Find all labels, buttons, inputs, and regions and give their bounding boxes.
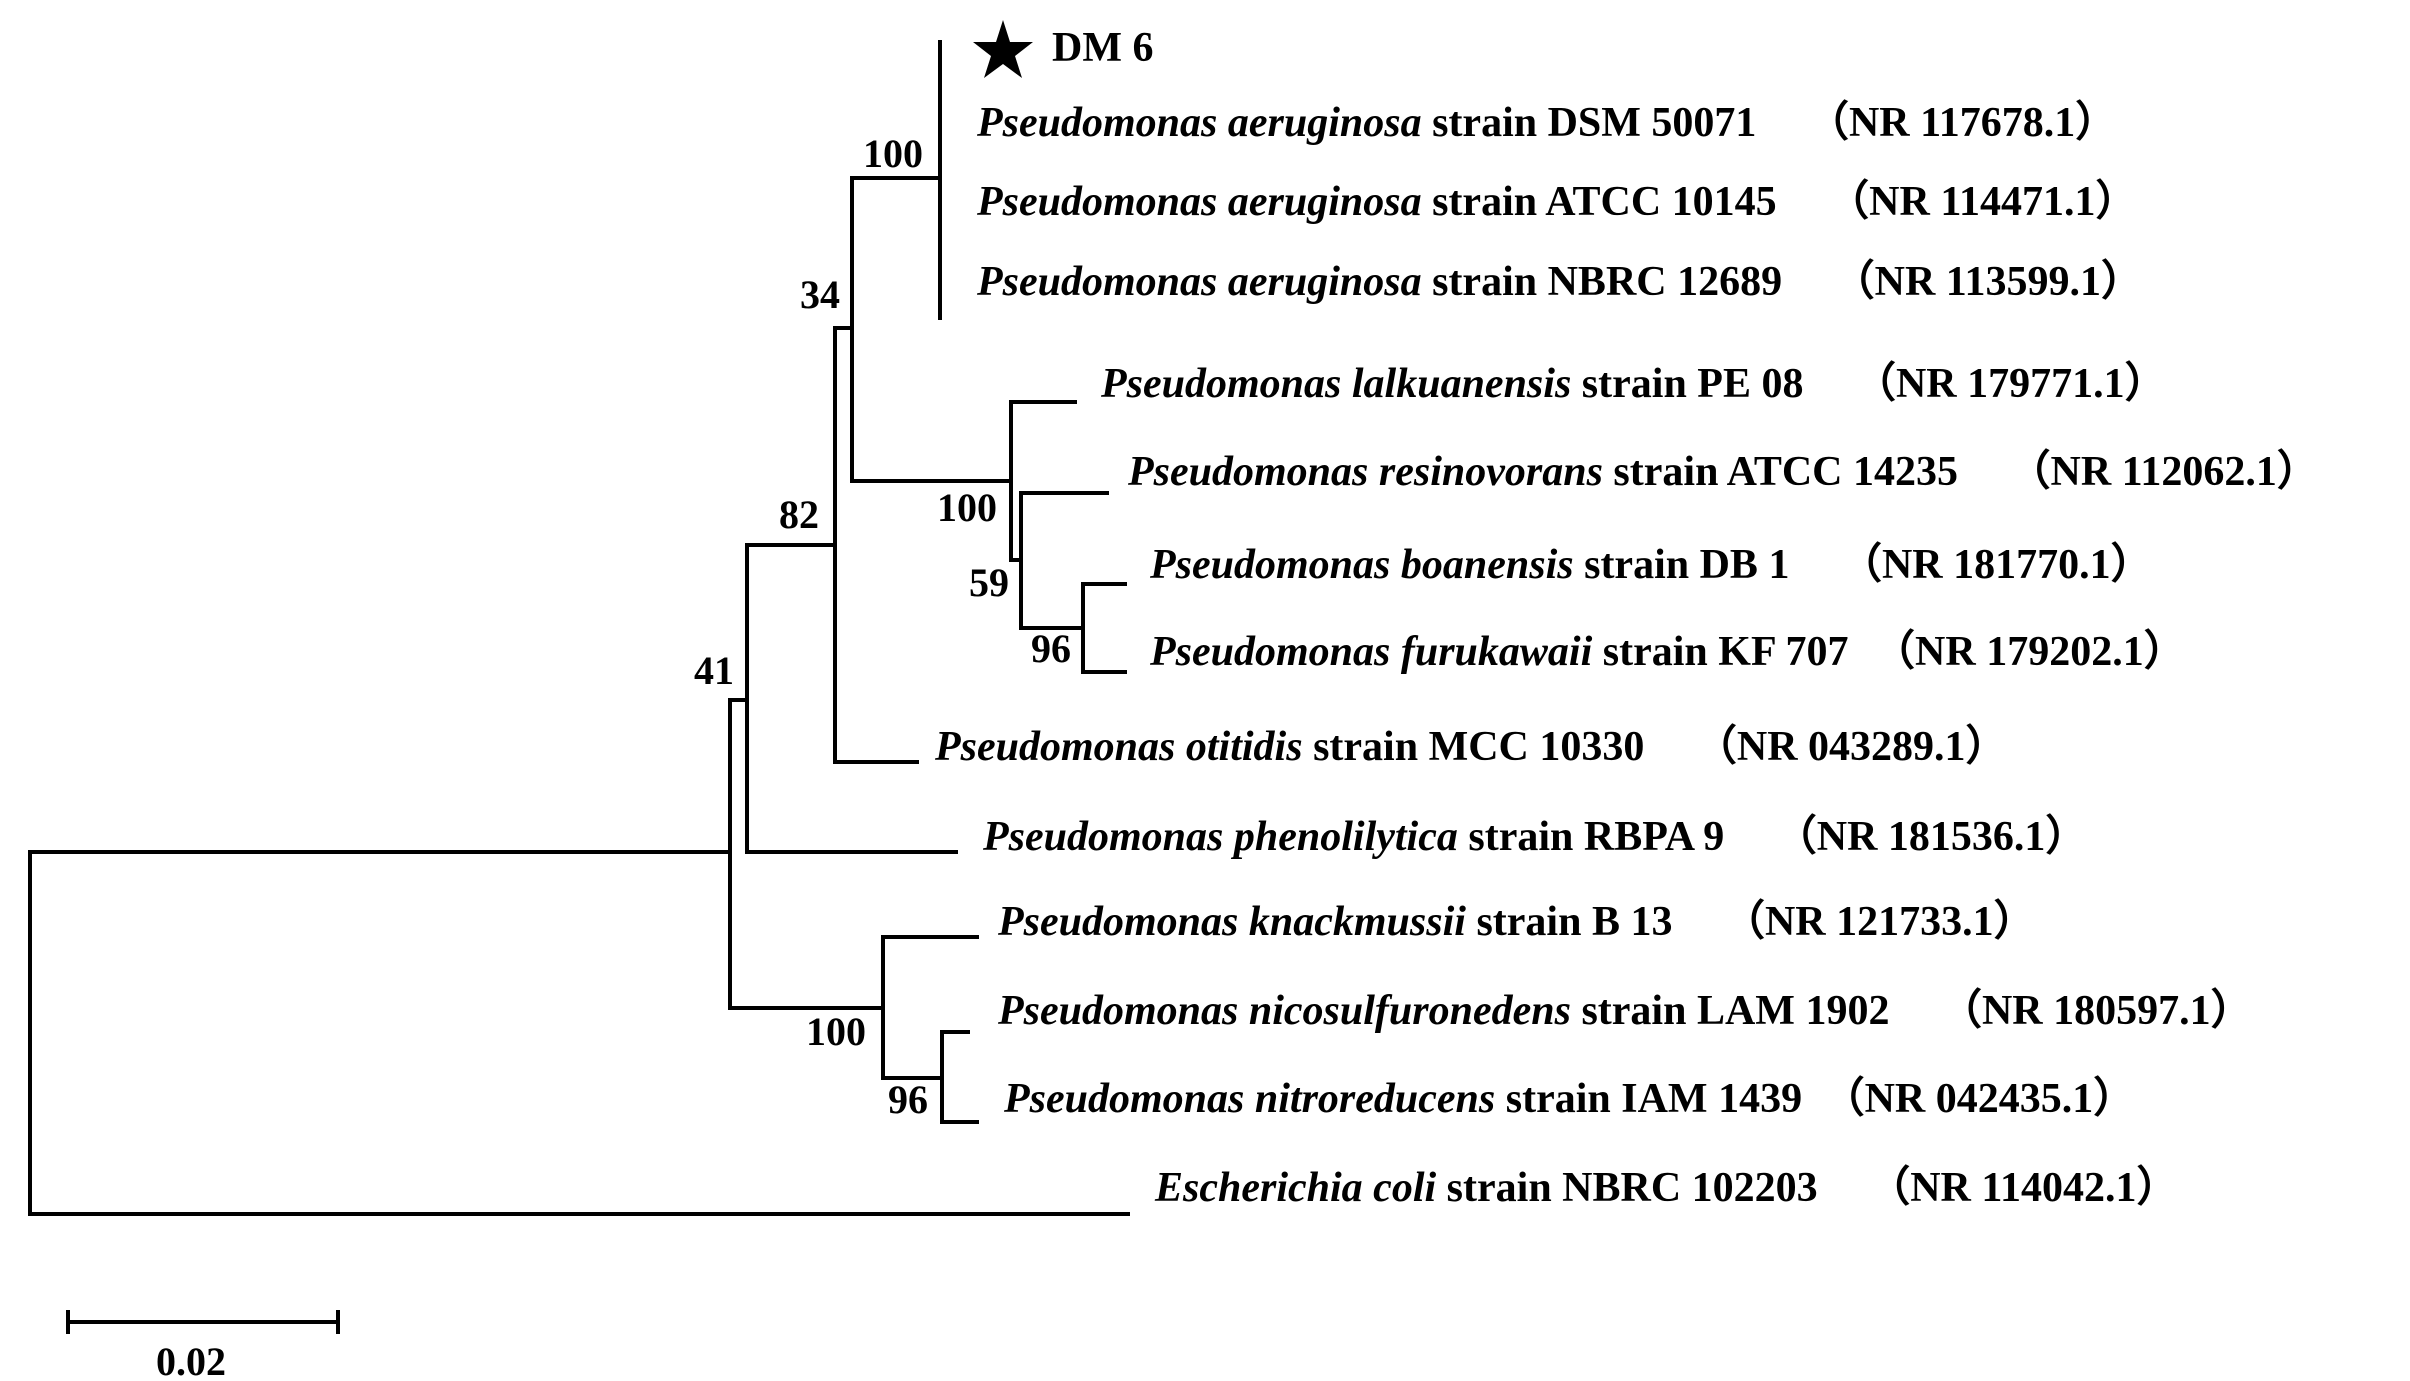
bootstrap-value: 100 bbox=[863, 131, 923, 176]
taxon-otitidis: Pseudomonas otitidis strain MCC 10330 （N… bbox=[934, 723, 2008, 770]
bootstrap-value: 100 bbox=[937, 485, 997, 530]
bootstrap-value: 96 bbox=[888, 1077, 928, 1122]
taxon-resinovorans: Pseudomonas resinovorans strain ATCC 142… bbox=[1127, 448, 2319, 495]
taxon-aeruginosa-dsm: Pseudomonas aeruginosa strain DSM 50071 … bbox=[976, 99, 2117, 146]
taxon-nicosulfuronedens: Pseudomonas nicosulfuronedens strain LAM… bbox=[997, 987, 2253, 1034]
bootstrap-value: 100 bbox=[806, 1009, 866, 1054]
bootstrap-value: 34 bbox=[800, 272, 840, 317]
scale-bar-label: 0.02 bbox=[156, 1339, 226, 1381]
bootstrap-value: 96 bbox=[1031, 626, 1071, 671]
taxon-dm6: DM 6 bbox=[1052, 25, 1153, 71]
bootstrap-value: 82 bbox=[779, 492, 819, 537]
bootstrap-value: 59 bbox=[969, 560, 1009, 605]
scale-bar-line bbox=[66, 1310, 340, 1334]
taxon-phenolilytica: Pseudomonas phenolilytica strain RBPA 9 … bbox=[982, 813, 2087, 860]
taxon-aeruginosa-atcc: Pseudomonas aeruginosa strain ATCC 10145… bbox=[976, 178, 2138, 225]
scale-bar: 0.02 bbox=[66, 1310, 340, 1381]
taxon-ecoli: Escherichia coli strain NBRC 102203 （NR … bbox=[1154, 1164, 2179, 1211]
taxon-furukawaii: Pseudomonas furukawaii strain KF 707 （NR… bbox=[1149, 628, 2186, 675]
taxon-lalkuanensis: Pseudomonas lalkuanensis strain PE 08 （N… bbox=[1100, 360, 2167, 407]
tree-branches bbox=[28, 40, 1130, 1216]
star-icon bbox=[973, 20, 1033, 78]
taxon-nitroreducens: Pseudomonas nitroreducens strain IAM 143… bbox=[1003, 1075, 2135, 1122]
taxon-labels: DM 6 Pseudomonas aeruginosa strain DSM 5… bbox=[934, 25, 2319, 1211]
taxon-knackmussii: Pseudomonas knackmussii strain B 13 （NR … bbox=[997, 898, 2036, 945]
bootstrap-values: 100 34 82 41 100 59 96 100 96 bbox=[694, 131, 1071, 1122]
bootstrap-value: 41 bbox=[694, 648, 734, 693]
taxon-aeruginosa-nbrc: Pseudomonas aeruginosa strain NBRC 12689… bbox=[976, 258, 2143, 305]
taxon-boanensis: Pseudomonas boanensis strain DB 1 （NR 18… bbox=[1149, 541, 2153, 588]
